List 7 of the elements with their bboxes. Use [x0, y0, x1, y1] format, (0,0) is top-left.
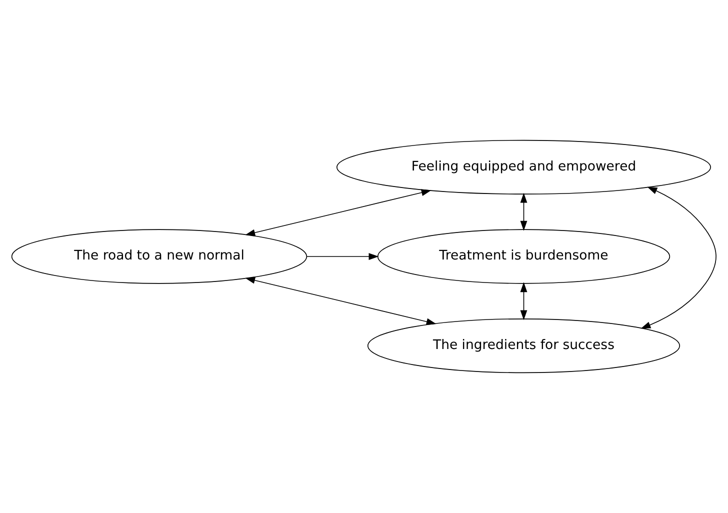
arrow: [640, 186, 716, 329]
arrow: [520, 282, 528, 320]
arrow: [306, 253, 379, 260]
arrow: [520, 192, 528, 231]
arrow: [245, 189, 432, 236]
node-ellipse: Treatment is burdensome: [377, 229, 670, 284]
arrow: [245, 276, 436, 326]
